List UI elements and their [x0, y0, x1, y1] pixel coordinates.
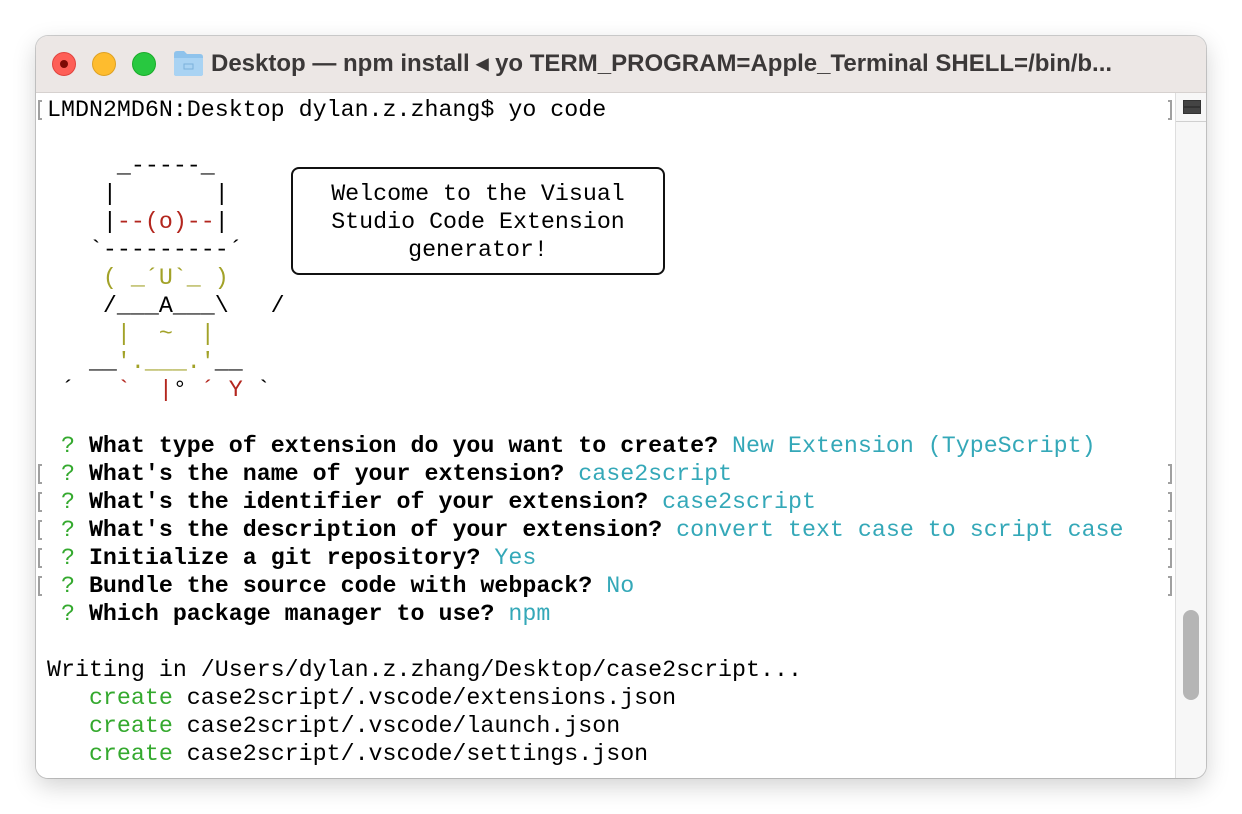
question-text: Which package manager to use?: [74, 601, 495, 627]
output-text: ?: [47, 545, 75, 571]
terminal-line: ? What's the identifier of your extensio…: [38, 488, 1172, 516]
output-text: | ~ |: [47, 321, 215, 347]
output-text: |: [47, 209, 117, 235]
output-text: |: [214, 209, 229, 235]
welcome-line: Studio Code Extension: [331, 209, 625, 235]
scrollbar-thumb[interactable]: [1183, 610, 1199, 700]
mark-bracket-left: [38, 100, 42, 120]
terminal-line: __'.___.'__: [47, 348, 1124, 376]
split-pane-icon[interactable]: [1176, 93, 1206, 122]
mark-bracket-left: [38, 576, 42, 596]
mark-bracket-left: [38, 492, 42, 512]
output-text: --(o)--: [116, 209, 215, 235]
zoom-button[interactable]: [132, 52, 156, 76]
answer-text: No: [592, 573, 635, 599]
title-bar: Desktop — npm install ◂ yo TERM_PROGRAM=…: [36, 36, 1206, 93]
question-text: Bundle the source code with webpack?: [74, 573, 593, 599]
output-text: ( _´U`_ ): [47, 265, 229, 291]
question-text: What's the identifier of your extension?: [74, 489, 649, 515]
terminal-line: Writing in /Users/dylan.z.zhang/Desktop/…: [47, 656, 1124, 684]
folder-icon: [174, 51, 203, 76]
terminal-line: ? What's the name of your extension? cas…: [38, 460, 1172, 488]
output-text: /___A___\ /: [47, 293, 285, 319]
terminal-line: create case2script/.vscode/settings.json: [47, 740, 1124, 768]
answer-text: case2script: [564, 461, 733, 487]
output-text: ´ Y: [200, 377, 243, 403]
terminal-line: ? Initialize a git repository? Yes: [38, 544, 1172, 572]
terminal-line: ? Bundle the source code with webpack? N…: [38, 572, 1172, 600]
output-text: _-----_: [47, 153, 215, 179]
terminal-line: | |: [47, 180, 1124, 208]
mark-bracket-right: [1168, 520, 1172, 540]
mark-bracket-left: [38, 520, 42, 540]
output-text: case2script/.vscode/settings.json: [172, 741, 649, 767]
terminal-line: ( _´U`_ ): [47, 264, 1124, 292]
vertical-scrollbar[interactable]: [1175, 93, 1206, 778]
output-text: create: [47, 741, 173, 767]
welcome-line: Welcome to the Visual: [331, 181, 625, 207]
output-text: __: [214, 349, 243, 375]
terminal-line: | ~ |: [47, 320, 1124, 348]
mark-bracket-left: [38, 548, 42, 568]
minimize-button[interactable]: [92, 52, 116, 76]
output-text: ´: [47, 377, 117, 403]
question-text: What's the name of your extension?: [74, 461, 565, 487]
terminal-line: create case2script/.vscode/launch.json: [47, 712, 1124, 740]
terminal-line: ? Which package manager to use? npm: [47, 600, 1124, 628]
terminal-line: [47, 124, 1124, 152]
output-text: ?: [47, 573, 75, 599]
terminal-output[interactable]: LMDN2MD6N:Desktop dylan.z.zhang$ yo code…: [36, 93, 1176, 778]
output-text: ?: [47, 461, 75, 487]
output-text: create: [47, 713, 173, 739]
terminal-text: LMDN2MD6N:Desktop dylan.z.zhang$ yo code…: [38, 96, 1172, 768]
terminal-line: LMDN2MD6N:Desktop dylan.z.zhang$ yo code: [38, 96, 1172, 124]
output-text: case2script/.vscode/launch.json: [172, 713, 621, 739]
window-title: Desktop — npm install ◂ yo TERM_PROGRAM=…: [211, 50, 1113, 77]
terminal-line: _-----_: [47, 152, 1124, 180]
answer-text: case2script: [648, 489, 816, 515]
output-text: ?: [47, 601, 75, 627]
output-text: create: [47, 685, 173, 711]
terminal-line: |--(o)--|: [47, 208, 1124, 236]
terminal-line: create case2script/.vscode/extensions.js…: [47, 684, 1124, 712]
welcome-line: generator!: [408, 237, 548, 263]
terminal-line: `---------´: [47, 236, 1124, 264]
terminal-line: /___A___\ /: [47, 292, 1124, 320]
close-button[interactable]: [52, 52, 76, 76]
mark-bracket-left: [38, 464, 42, 484]
terminal-line: [47, 404, 1124, 432]
output-text: __: [47, 349, 117, 375]
terminal-line: ´ ` |° ´ Y `: [47, 376, 1124, 404]
output-text: ?: [47, 433, 75, 459]
mark-bracket-right: [1168, 464, 1172, 484]
answer-text: npm: [494, 601, 551, 627]
mark-bracket-right: [1168, 576, 1172, 596]
output-text: ?: [47, 517, 75, 543]
output-text: ` |: [116, 377, 173, 403]
output-text: `---------´: [47, 237, 243, 263]
output-text: Writing in /Users/dylan.z.zhang/Desktop/…: [47, 657, 802, 683]
terminal-line: [47, 628, 1124, 656]
terminal-line: ? What's the description of your extensi…: [38, 516, 1172, 544]
answer-text: New Extension (TypeScript): [718, 433, 1096, 459]
mark-bracket-right: [1168, 548, 1172, 568]
question-text: Initialize a git repository?: [74, 545, 481, 571]
question-text: What's the description of your extension…: [74, 517, 663, 543]
terminal-window: Desktop — npm install ◂ yo TERM_PROGRAM=…: [36, 36, 1206, 778]
mark-bracket-right: [1168, 100, 1172, 120]
output-text: °: [172, 377, 201, 403]
output-text: `: [242, 377, 271, 403]
output-text: | |: [47, 181, 229, 207]
output-text: case2script/.vscode/extensions.json: [172, 685, 677, 711]
question-text: What type of extension do you want to cr…: [74, 433, 719, 459]
output-text: '.___.': [116, 349, 215, 375]
terminal-line: ? What type of extension do you want to …: [47, 432, 1124, 460]
mark-bracket-right: [1168, 492, 1172, 512]
answer-text: Yes: [480, 545, 537, 571]
output-text: ?: [47, 489, 75, 515]
welcome-speech-box: Welcome to the Visual Studio Code Extens…: [291, 167, 665, 275]
output-text: LMDN2MD6N:Desktop dylan.z.zhang$ yo code: [47, 97, 607, 123]
answer-text: convert text case to script case: [662, 517, 1124, 543]
